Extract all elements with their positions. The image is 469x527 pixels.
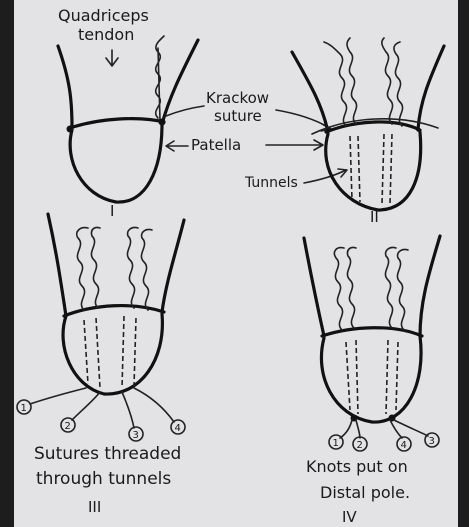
caption-4-line2: Distal pole. [320, 483, 410, 502]
pointer-patella-fig2 [266, 140, 323, 150]
fig3-number-1: 1 [21, 403, 27, 414]
fig4-number-4: 4 [401, 440, 407, 451]
fig1-patella [70, 124, 162, 202]
figure-numeral-2: II [370, 208, 379, 226]
fig2-tunnel-4 [390, 134, 392, 204]
label-quadriceps: Quadriceps [58, 6, 149, 25]
fig2-tunnel-1 [350, 136, 352, 200]
caption-3-line2: through tunnels [36, 469, 171, 489]
fig3-tendon-left [48, 214, 66, 316]
fig3-number-3: 3 [133, 430, 139, 441]
label-tunnels: Tunnels [244, 175, 298, 191]
label-tendon: tendon [78, 25, 134, 44]
fig3-tendon-base [64, 306, 164, 316]
fig3-number-2: 2 [65, 421, 71, 432]
fig3-suture-wave-3 [127, 227, 138, 308]
fig2-patella [326, 132, 421, 210]
fig4-strand-2 [356, 420, 360, 438]
fig3-tunnel-1 [84, 320, 88, 384]
fig3-suture-wave-4 [141, 229, 152, 310]
fig4-number-3: 3 [429, 436, 435, 447]
fig2-tendon-right [418, 46, 444, 130]
figure-numeral-3: III [88, 498, 101, 516]
fig4-tunnel-4 [396, 342, 398, 410]
fig2-suture-wave-2 [347, 38, 357, 124]
fig2-tunnel-2 [358, 136, 360, 202]
fig4-tunnel-2 [356, 340, 358, 414]
caption-4-line1: Knots put on [306, 457, 408, 476]
caption-3-line1: Sutures threaded [34, 444, 181, 464]
label-krackow: Krackow [206, 89, 269, 107]
fig2-suture-wave-3 [382, 38, 393, 124]
fig4-suture-wave-3 [385, 247, 396, 328]
figure-numeral-4: IV [342, 508, 357, 526]
fig2-tendon-left [292, 52, 328, 132]
figure-numeral-1: I [110, 202, 114, 220]
figure-2: II [292, 38, 444, 226]
pointer-krackow-fig1 [166, 106, 204, 116]
fig1-krackow-suture [156, 36, 164, 120]
figure-3: 1 2 3 4 Sutures threaded through tunnels… [17, 214, 185, 516]
figure-4: 1 2 4 3 Knots put on Distal pole. IV [304, 236, 440, 526]
fig3-suture-wave-1 [77, 228, 88, 310]
fig3-strand-1 [30, 388, 86, 404]
fig4-patella [321, 336, 421, 422]
fig2-tunnel-3 [382, 134, 384, 204]
fig4-number-2: 2 [357, 440, 363, 451]
fig3-tendon-right [162, 220, 184, 312]
fig4-suture-wave-4 [397, 249, 408, 330]
label-patella: Patella [191, 136, 241, 154]
fig4-strand-1 [340, 420, 352, 438]
fig2-suture-wave-4 [394, 42, 403, 126]
fig4-tendon-right [420, 236, 440, 336]
figure-1: I [58, 36, 198, 220]
fig4-suture-wave-1 [334, 248, 344, 330]
fig4-number-1: 1 [333, 438, 339, 449]
fig4-suture-wave-2 [347, 247, 356, 328]
fig4-tunnel-3 [386, 340, 388, 414]
fig3-tunnel-4 [134, 318, 136, 386]
fig4-tendon-base [322, 328, 422, 336]
pointer-tunnels [304, 169, 347, 183]
pointer-patella-fig1 [166, 141, 188, 151]
fig1-knot-right [159, 119, 166, 126]
fig1-tendon-arrow [106, 50, 118, 66]
fig3-patella [63, 314, 162, 394]
fig3-suture-wave-2 [91, 227, 100, 308]
fig4-tendon-left [304, 238, 324, 336]
fig3-tunnel-2 [96, 318, 100, 388]
fig3-strand-2 [72, 392, 100, 420]
fig3-number-4: 4 [175, 423, 181, 434]
label-suture: suture [214, 107, 262, 125]
fig3-strand-4 [134, 388, 174, 422]
fig1-tendon-left [58, 46, 72, 128]
fig3-tunnel-3 [122, 316, 124, 388]
fig2-suture-wave-1 [324, 42, 347, 126]
fig4-tunnel-1 [346, 342, 350, 410]
fig3-strand-3 [122, 392, 134, 428]
fig1-tendon-base [70, 119, 164, 128]
fig1-knot-left [67, 126, 74, 133]
